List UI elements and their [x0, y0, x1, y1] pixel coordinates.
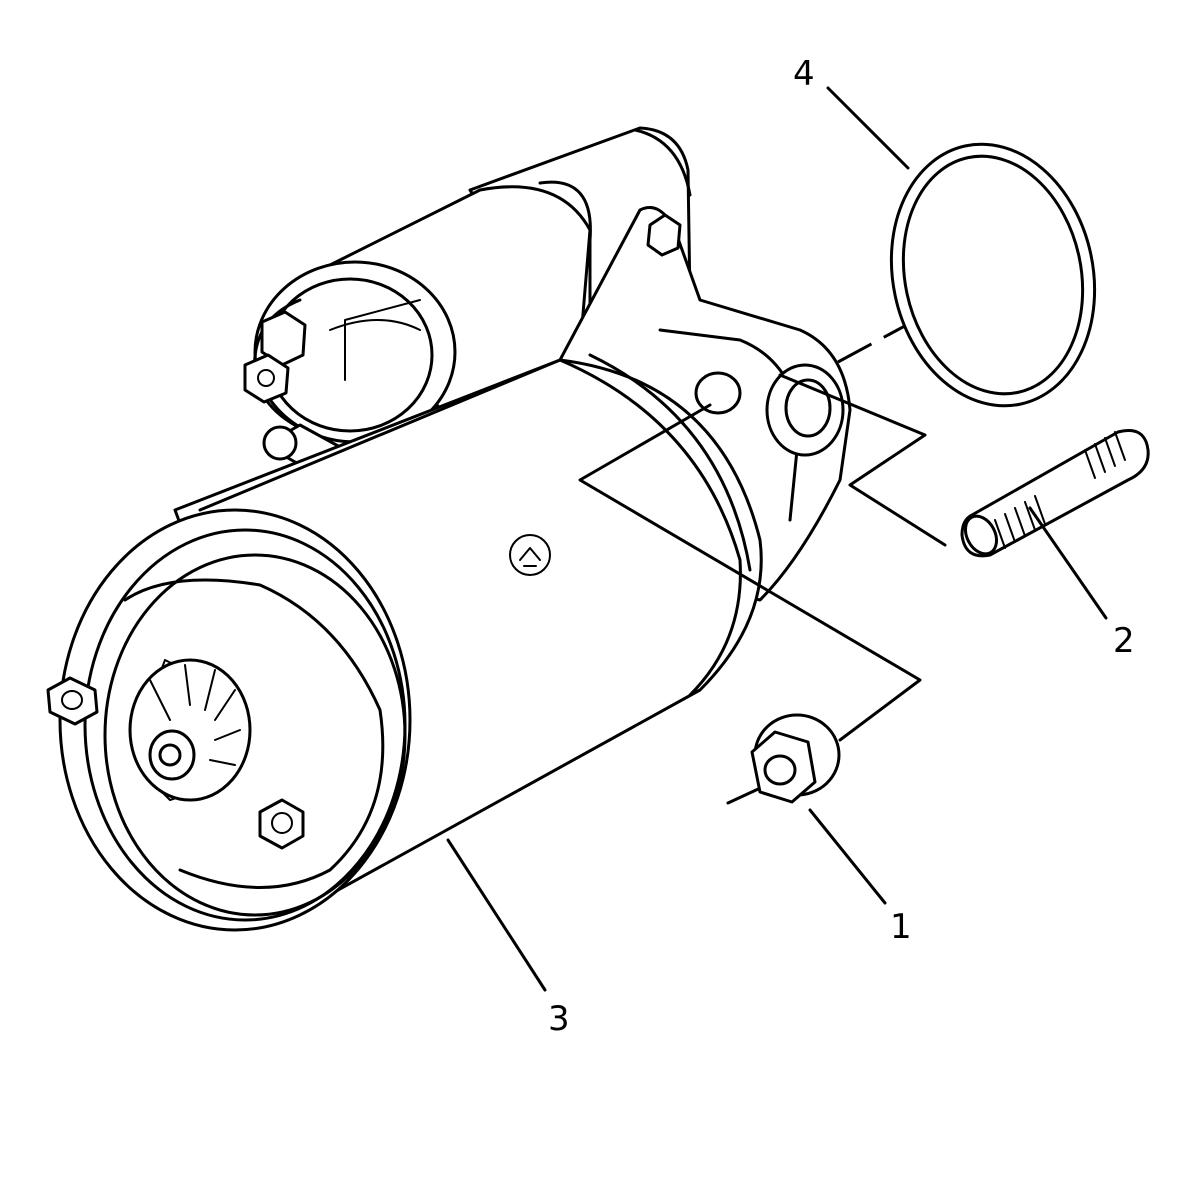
- leader-lines: [446, 86, 1108, 992]
- drive-end-bracket: [558, 206, 852, 602]
- through-bolt-nut-lower: [258, 798, 305, 850]
- callout-2: 2: [1113, 621, 1135, 661]
- part-2-stud: [960, 429, 1150, 558]
- part-1-flange-nut: [750, 713, 841, 804]
- earth-symbol: [509, 534, 551, 576]
- through-bolt-nut-left: [46, 676, 99, 726]
- commutator-end-cover: [46, 508, 412, 932]
- callout-labels: 1 2 3 4: [548, 54, 1135, 1039]
- callout-4: 4: [793, 54, 815, 94]
- part-4-sealing-ring: [889, 142, 1097, 408]
- callout-3: 3: [548, 999, 570, 1039]
- armature-bearing-boss: [128, 658, 252, 802]
- callout-1: 1: [890, 907, 912, 947]
